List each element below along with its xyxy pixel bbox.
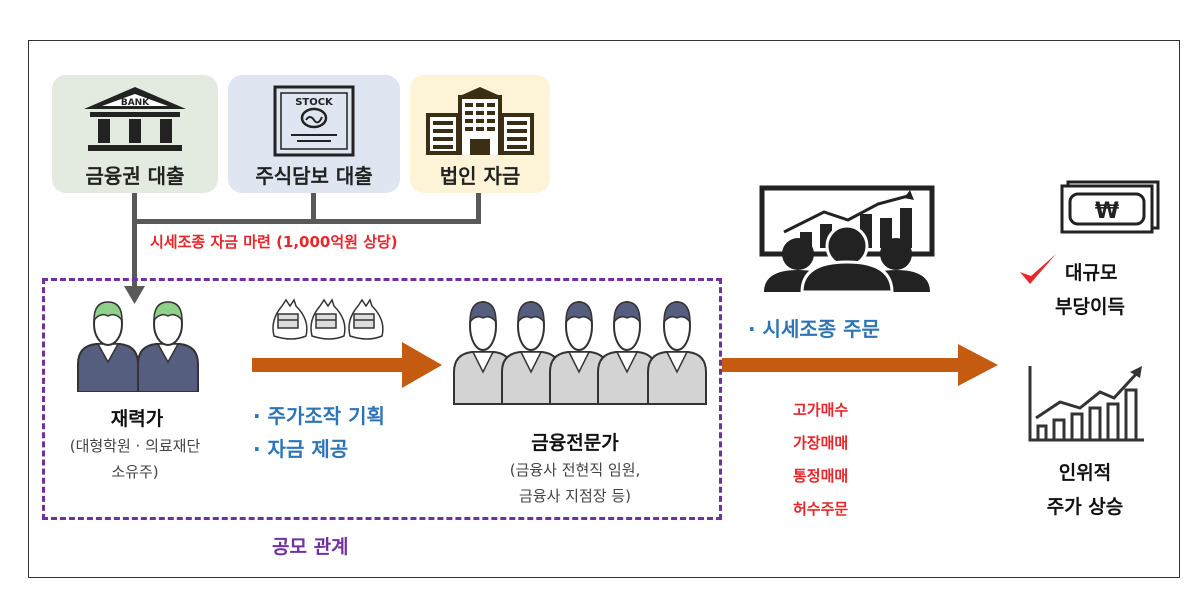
method-item: 가장매매 (793, 434, 849, 452)
wealthy-sub-1: (대형학원 · 의료재단 (69, 437, 201, 455)
won-banknote-icon: ₩ (1060, 180, 1160, 234)
down-arrow-icon (124, 286, 145, 304)
stock-icon-text: STOCK (295, 97, 334, 108)
connector-line (132, 219, 481, 224)
source-bank-loan: BANK 금융권 대출 (52, 75, 218, 193)
svg-text:₩: ₩ (1095, 199, 1119, 224)
wealthy-sub-2: 소유주) (111, 463, 159, 481)
money-bags-icon (272, 298, 384, 340)
bank-icon-text: BANK (121, 98, 150, 108)
source-label: 법인 자금 (439, 164, 521, 188)
audience-chart-icon (759, 185, 935, 292)
flow1-item: · 자금 제공 (253, 437, 349, 461)
wealthy-people-icon (77, 301, 199, 392)
office-building-icon (426, 87, 534, 155)
method-item: 통정매매 (793, 467, 849, 485)
source-corporate-funds: 법인 자금 (410, 75, 550, 193)
conspiracy-label: 공모 관계 (272, 536, 349, 558)
profit-line-2: 부당이득 (1055, 296, 1125, 318)
rise-line-2: 주가 상승 (1046, 496, 1124, 518)
financial-experts-icon (453, 301, 707, 405)
profit-line-1: 대규모 (1065, 262, 1118, 284)
manipulation-methods: 고가매수 가장매매 통정매매 허수주문 (793, 394, 848, 526)
flow-arrow-2 (722, 344, 998, 386)
bank-icon: BANK (84, 87, 186, 151)
diagram-frame (28, 40, 1180, 578)
conspiracy-box (42, 278, 722, 520)
checkmark-icon (1020, 254, 1056, 284)
experts-title: 금융전문가 (531, 432, 619, 454)
source-label: 금융권 대출 (85, 164, 185, 188)
connector-line (476, 193, 481, 223)
source-label: 주식담보 대출 (255, 164, 373, 188)
rise-line-1: 인위적 (1058, 462, 1112, 484)
method-item: 고가매수 (793, 401, 849, 419)
experts-sub-2: 금융사 지점장 등) (519, 487, 631, 505)
experts-sub-1: (금융사 전현직 임원, (509, 461, 641, 479)
rising-chart-icon (1028, 366, 1144, 442)
method-item: 허수주문 (793, 500, 849, 518)
funding-label: 시세조종 자금 마련 (1,000억원 상당) (150, 233, 398, 251)
wealthy-title: 재력가 (110, 408, 164, 430)
connector-line (132, 193, 137, 289)
flow2-label: · 시세조종 주문 (748, 317, 880, 341)
stock-certificate-icon: STOCK (273, 85, 355, 157)
flow1-item: · 주가조작 기획 (253, 404, 385, 428)
source-stock-loan: STOCK 주식담보 대출 (228, 75, 400, 193)
connector-line (311, 193, 316, 223)
flow-arrow-1 (252, 342, 442, 388)
